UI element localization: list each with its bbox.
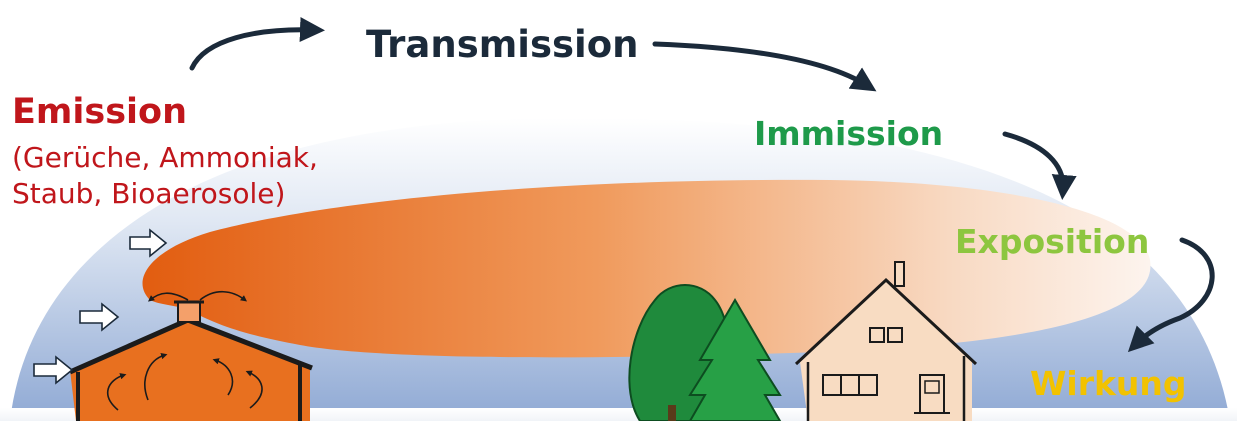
- process-arrows: [189, 17, 1215, 353]
- emission-label: Emission: [12, 92, 187, 132]
- curved-arrow-icon: [144, 353, 168, 401]
- curved-arrow-icon: [148, 292, 189, 302]
- hollow-arrow-icon: [129, 228, 168, 258]
- transmission-label: Transmission: [366, 23, 639, 66]
- emission-detail-line-2: Staub, Bioaerosole): [12, 177, 286, 210]
- barn: [68, 300, 313, 421]
- curved-arrow-icon: [106, 373, 127, 411]
- curved-arrow-icon: [245, 370, 263, 409]
- arrow-exposition-to-wirkung-icon: [1127, 237, 1215, 353]
- exposition-label: Exposition: [955, 222, 1150, 261]
- wirkung-label: Wirkung: [1030, 364, 1187, 403]
- hollow-arrow-icon: [79, 302, 120, 332]
- arrow-immission-to-exposition-icon: [1002, 131, 1077, 200]
- curved-arrow-icon: [212, 358, 234, 396]
- hollow-arrow-icon: [33, 355, 74, 385]
- curved-arrow-icon: [199, 290, 248, 302]
- trees: [628, 284, 782, 421]
- arrow-emission-to-transmission-icon: [189, 17, 325, 71]
- immission-label: Immission: [754, 114, 944, 153]
- house: [794, 261, 978, 421]
- barn-flow-arrows: [106, 290, 263, 411]
- arrow-transmission-to-immission-icon: [652, 41, 877, 92]
- emission-detail-line-1: (Gerüche, Ammoniak,: [12, 141, 318, 174]
- wind-arrows: [33, 228, 168, 385]
